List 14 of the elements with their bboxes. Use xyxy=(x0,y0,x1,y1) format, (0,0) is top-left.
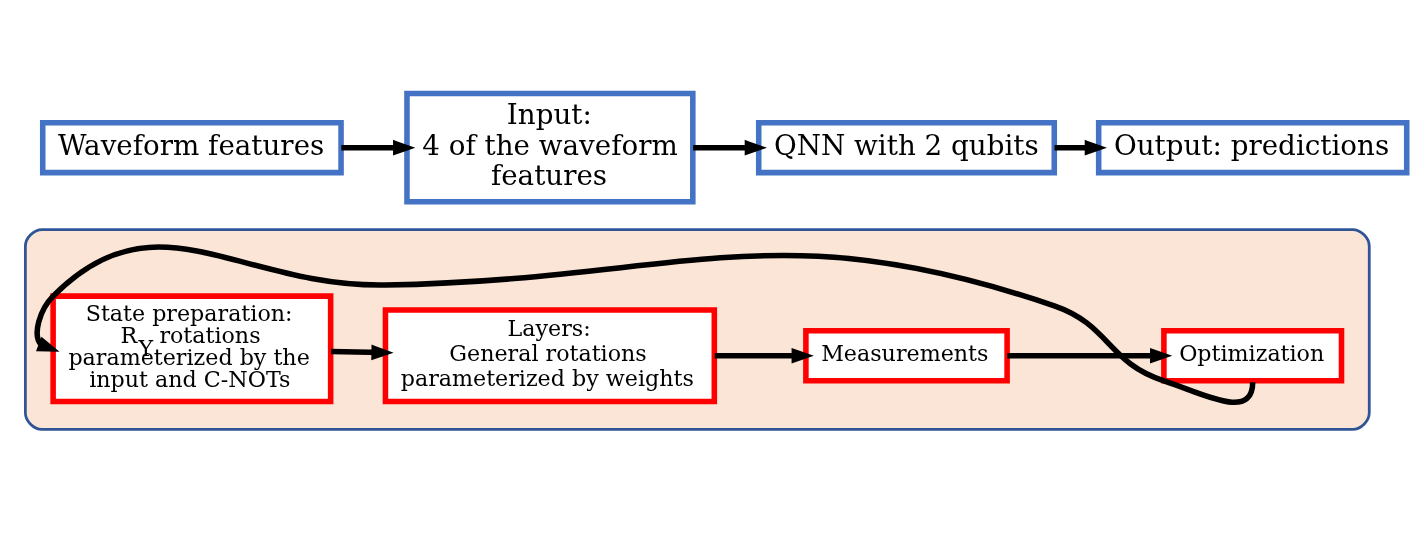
node-box: Layers: General rotations parameterized by weights xyxy=(382,306,718,404)
arrow xyxy=(341,139,416,155)
arrow xyxy=(1007,347,1173,364)
node-box: Optimization xyxy=(1161,327,1345,384)
node-box: Input: 4 of the waveform features xyxy=(404,90,696,205)
cluster xyxy=(24,227,1371,431)
arrow xyxy=(714,347,814,364)
arrow xyxy=(693,139,767,155)
node-box: Output: predictions xyxy=(1095,119,1410,175)
arrow xyxy=(331,344,394,360)
arrow xyxy=(1054,139,1107,155)
node-box: Waveform features xyxy=(39,119,344,175)
node-box: Measurements xyxy=(803,327,1010,384)
node-box: QNN with 2 qubits xyxy=(755,119,1058,175)
